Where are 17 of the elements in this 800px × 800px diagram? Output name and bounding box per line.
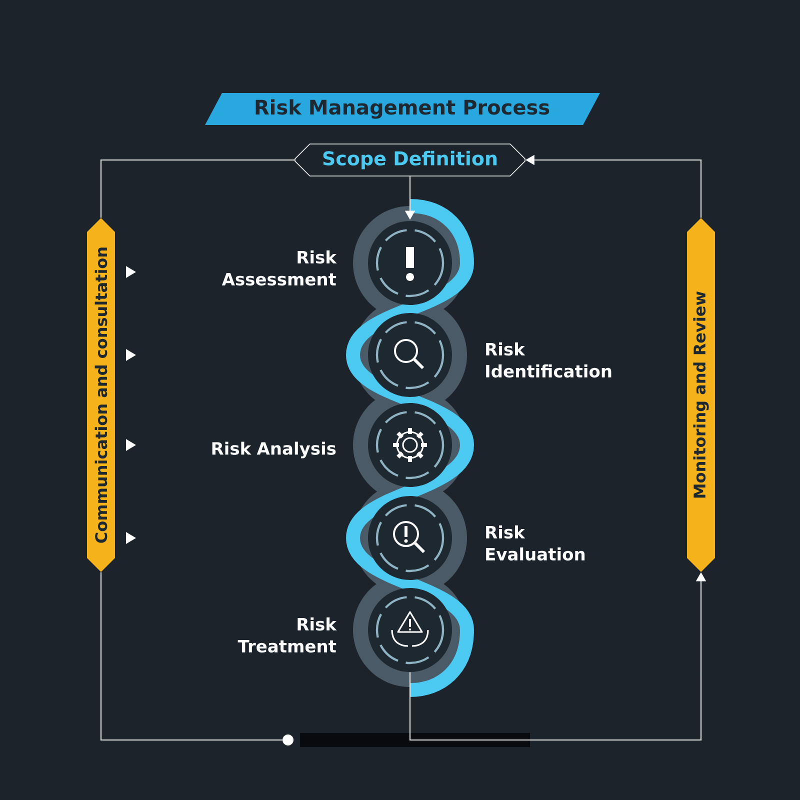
step-circle	[368, 496, 452, 580]
step-label: Risk Evaluation	[486, 525, 585, 561]
side-band: Monitoring and Review	[687, 218, 715, 572]
step-circle	[368, 221, 452, 305]
connector	[100, 160, 296, 218]
step-label: Risk Identification	[486, 342, 612, 378]
side-band: Communication and consultation	[87, 218, 115, 572]
step-circle	[368, 588, 452, 672]
dot	[282, 734, 294, 746]
step-circle	[368, 313, 452, 397]
step-circle	[368, 403, 452, 487]
scope-box: Scope Definition	[294, 144, 526, 176]
title-banner: Risk Management Process	[205, 93, 600, 125]
step-label: Risk Treatment	[238, 617, 337, 653]
connector	[100, 572, 283, 740]
step-label: Risk Analysis	[212, 442, 336, 458]
step-label: Risk Assessment	[222, 250, 337, 286]
